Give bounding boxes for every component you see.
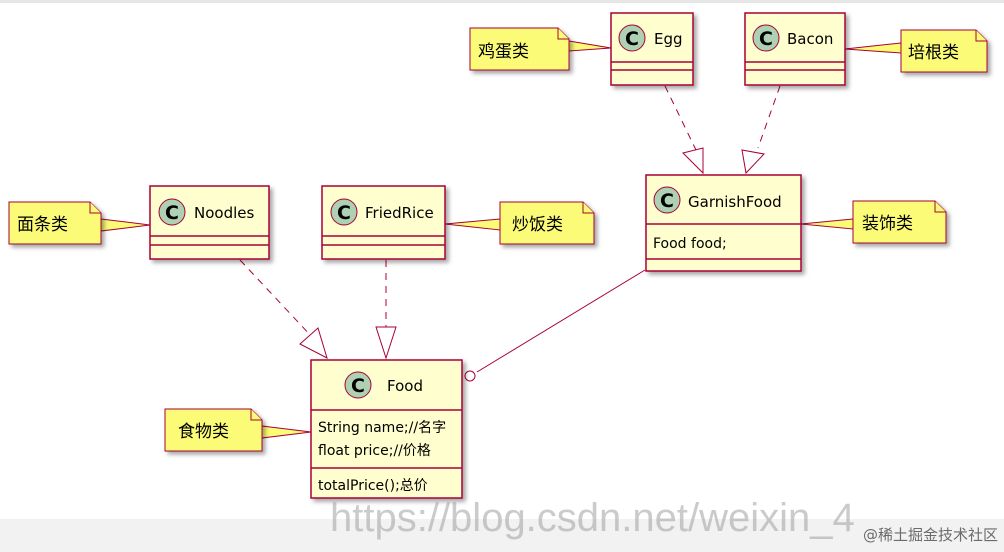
edge-friedrice-food <box>375 260 397 360</box>
class-noodles-name: Noodles <box>194 204 254 222</box>
note-egg: 鸡蛋类 <box>469 27 570 71</box>
class-stereotype-icon <box>752 24 780 52</box>
class-stereotype-icon <box>158 198 186 226</box>
class-egg-name: Egg <box>654 30 683 48</box>
note-garnish: 装饰类 <box>852 200 947 244</box>
class-friedrice-name: FriedRice <box>365 204 434 222</box>
class-garnishfood-field: Food food; <box>653 236 727 252</box>
class-food-method-totalprice: totalPrice();总价 <box>318 478 428 494</box>
class-food-field-name: String name;//名字 <box>318 420 446 436</box>
class-food-field-price: float price;//价格 <box>318 443 431 459</box>
class-food[interactable]: C Food String name;//名字 float price;//价格… <box>310 359 463 499</box>
svg-text:C: C <box>660 190 674 212</box>
class-stereotype-icon <box>653 186 681 214</box>
note-egg-text: 鸡蛋类 <box>478 42 529 62</box>
note-bacon: 培根类 <box>900 29 988 73</box>
note-tail-friedrice <box>444 218 501 231</box>
class-food-name: Food <box>387 377 423 395</box>
note-friedrice-text: 炒饭类 <box>512 215 563 235</box>
note-noodles-text: 面条类 <box>17 215 68 235</box>
watermark-url: https://blog.csdn.net/weixin_4 <box>330 496 855 540</box>
note-food-text: 食物类 <box>178 422 229 442</box>
edge-noodles-food <box>239 259 328 359</box>
class-noodles[interactable]: C Noodles <box>149 185 270 260</box>
note-bacon-text: 培根类 <box>908 43 959 63</box>
svg-text:C: C <box>351 375 365 397</box>
note-tail-noodles <box>100 218 151 232</box>
svg-text:C: C <box>165 202 179 224</box>
class-stereotype-icon <box>618 24 646 52</box>
svg-text:C: C <box>337 202 351 224</box>
class-egg[interactable]: C Egg <box>610 12 694 86</box>
note-tail-egg <box>568 40 612 52</box>
class-friedrice[interactable]: C FriedRice <box>321 185 446 260</box>
watermark-brand: @稀土掘金技术社区 <box>862 526 998 544</box>
class-stereotype-icon <box>344 371 372 399</box>
note-tail-bacon <box>844 42 902 54</box>
edge-garnish-food-aggregation <box>464 269 646 382</box>
svg-text:C: C <box>759 28 773 50</box>
edge-bacon-garnish <box>741 85 781 175</box>
note-tail-food <box>261 425 312 439</box>
note-food: 食物类 <box>164 408 263 452</box>
note-tail-garnish <box>800 218 854 230</box>
class-stereotype-icon <box>330 198 358 226</box>
class-garnishfood-name: GarnishFood <box>688 193 782 211</box>
class-garnishfood[interactable]: C GarnishFood Food food; <box>645 174 802 272</box>
svg-text:C: C <box>625 28 639 50</box>
note-noodles: 面条类 <box>8 201 102 245</box>
top-border <box>0 0 1004 3</box>
class-bacon-name: Bacon <box>787 30 833 48</box>
footer-band <box>0 519 1004 552</box>
note-garnish-text: 装饰类 <box>862 214 913 234</box>
note-friedrice: 炒饭类 <box>499 201 595 245</box>
class-bacon[interactable]: C Bacon <box>744 12 846 86</box>
edge-egg-garnish <box>664 85 704 175</box>
